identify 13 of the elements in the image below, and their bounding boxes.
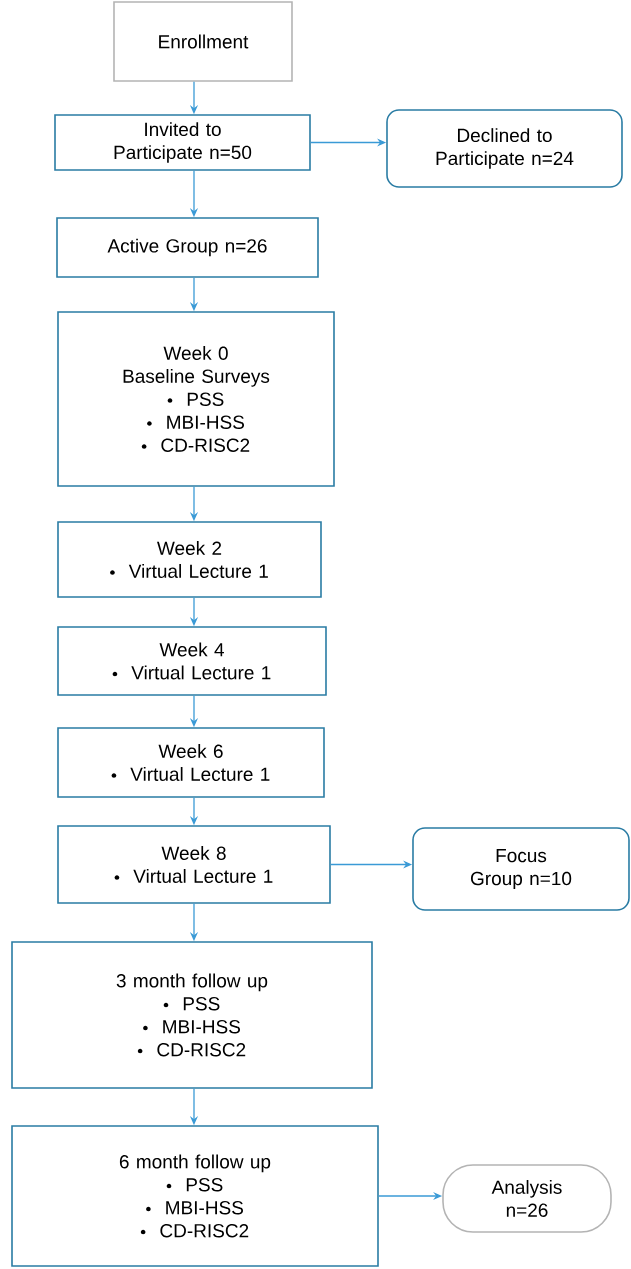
process-box: Week 6 Virtual Lecture 1 <box>57 727 325 798</box>
process-box: Invited to Participate n=50 <box>54 114 311 171</box>
rounded-box: Declined to Participate n=24 <box>386 109 623 188</box>
process-box: 3 month follow up PSS MBI-HSS CD-RISC2 <box>11 941 373 1089</box>
process-box: Enrollment <box>113 1 293 82</box>
process-box: 6 month follow up PSS MBI-HSS CD-RISC2 <box>11 1125 379 1267</box>
process-box: Active Group n=26 <box>56 217 319 278</box>
process-box: Week 4 Virtual Lecture 1 <box>57 626 327 696</box>
terminal-box: Analysis n=26 <box>442 1164 612 1233</box>
rounded-box: Focus Group n=10 <box>412 827 630 911</box>
process-box: Week 0 Baseline Surveys PSS MBI-HSS CD-RISC2 <box>57 311 335 487</box>
process-box: Week 8 Virtual Lecture 1 <box>57 825 331 904</box>
process-box: Week 2 Virtual Lecture 1 <box>57 521 322 598</box>
